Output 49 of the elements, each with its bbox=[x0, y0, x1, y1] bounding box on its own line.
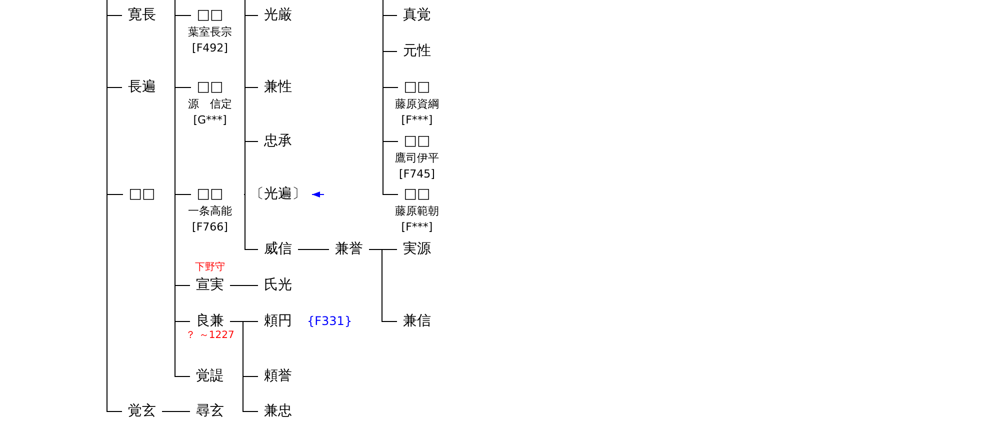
reference-code: [F745] bbox=[399, 168, 435, 180]
person-name: 長遍 bbox=[122, 79, 162, 95]
connector-line bbox=[230, 321, 258, 412]
person-name: 兼性 bbox=[258, 79, 298, 95]
person-name: 実源 bbox=[397, 241, 437, 257]
person-name: □□ bbox=[190, 7, 230, 23]
person-name: 尋玄 bbox=[190, 403, 230, 419]
person-name: 兼忠 bbox=[258, 403, 298, 419]
person-name: 頼円 bbox=[258, 313, 298, 329]
person-name: □□ bbox=[398, 133, 436, 149]
person-alias: 源 信定 bbox=[188, 98, 232, 110]
title-note: 下野守 bbox=[195, 262, 225, 274]
person-name: □□ bbox=[122, 186, 162, 202]
person-alias: 藤原資綱 bbox=[395, 98, 439, 110]
connector-line bbox=[368, 249, 398, 322]
reference-code: [F492] bbox=[192, 42, 228, 54]
person-alias: 鷹司伊平 bbox=[395, 152, 439, 164]
person-name: 真覚 bbox=[397, 7, 437, 23]
reference-code: [F***] bbox=[401, 114, 433, 126]
person-alias: 藤原範朝 bbox=[395, 204, 439, 218]
person-name: 〔光遍〕 bbox=[244, 186, 312, 202]
reference-code: [F***] bbox=[401, 220, 433, 234]
person-name: □□ bbox=[398, 79, 436, 95]
person-name: 覚諟 bbox=[190, 368, 230, 384]
date-note: ？ ～1227 bbox=[186, 330, 234, 342]
arrow bbox=[312, 192, 324, 198]
connector-line bbox=[298, 249, 330, 250]
person-name: 良兼 bbox=[190, 313, 230, 329]
person-alias: 葉室長宗 bbox=[188, 26, 232, 38]
person-name: 光厳 bbox=[258, 7, 298, 23]
person-name: 兼誉 bbox=[329, 241, 369, 257]
person-name: 宣実 bbox=[190, 277, 230, 293]
person-name: 威信 bbox=[258, 241, 298, 257]
reference-code: {F331} bbox=[307, 314, 352, 328]
person-name: □□ bbox=[190, 79, 230, 95]
person-name: 寛長 bbox=[122, 7, 162, 23]
connector-line bbox=[162, 411, 190, 412]
person-name: □□ bbox=[190, 186, 230, 202]
person-name: 頼誉 bbox=[258, 368, 298, 384]
person-name: 忠承 bbox=[258, 133, 298, 149]
person-name: 氏光 bbox=[258, 277, 298, 293]
person-name: □□ bbox=[398, 186, 436, 202]
person-alias: 一条高能 bbox=[188, 204, 232, 218]
person-name: 兼信 bbox=[397, 313, 437, 329]
person-name: 元性 bbox=[397, 43, 437, 59]
reference-code: [G***] bbox=[193, 114, 227, 126]
reference-code: [F766] bbox=[192, 220, 228, 234]
person-name: 覚玄 bbox=[122, 403, 162, 419]
connector-line bbox=[230, 285, 258, 286]
